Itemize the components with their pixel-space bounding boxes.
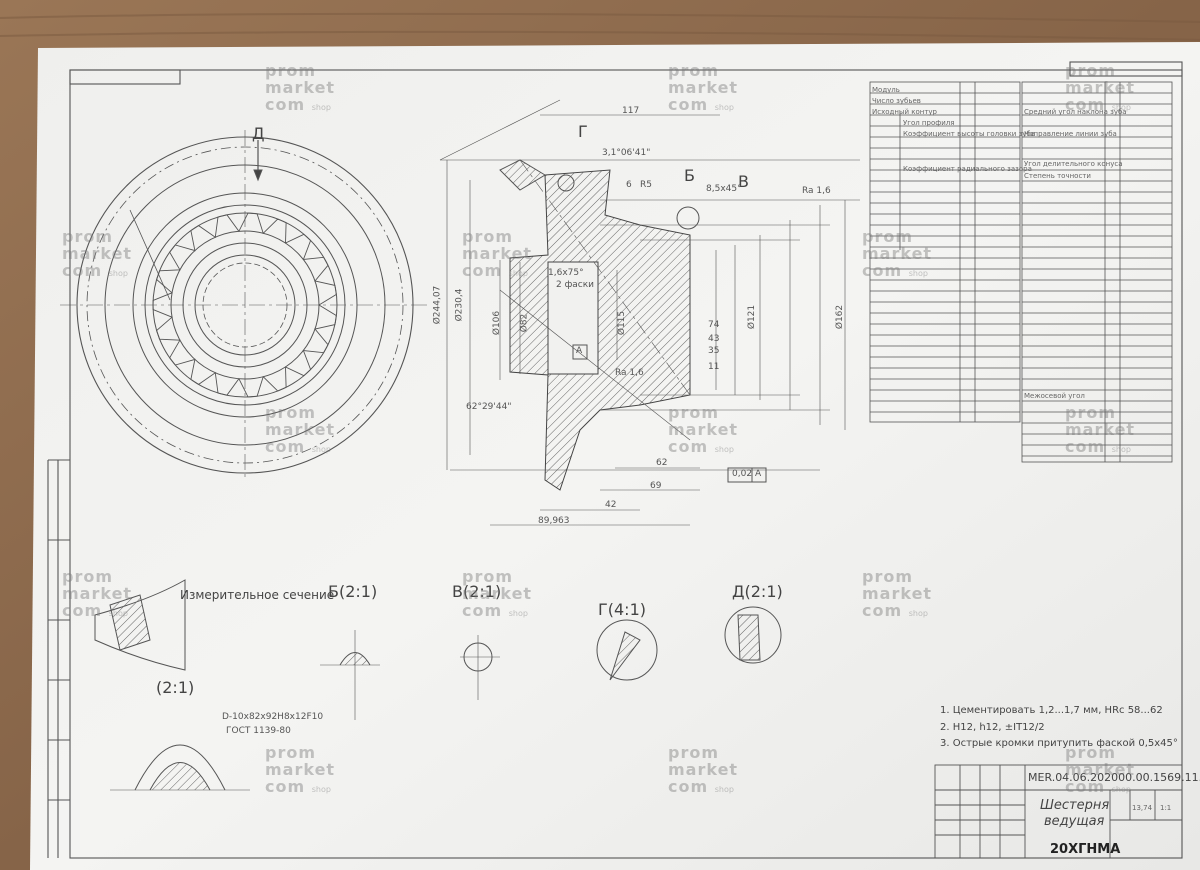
- part-name-line1: Шестерня: [1040, 798, 1110, 813]
- section-d-label: Д(2:1): [732, 582, 783, 601]
- paper-sheet: [30, 42, 1200, 870]
- dim-106: Ø106: [492, 310, 503, 336]
- note-1: 1. Цементировать 1,2...1,7 мм, HRc 58...…: [940, 705, 1163, 716]
- dim-42: 42: [605, 500, 617, 510]
- table-row-clearance: Коэффициент радиального зазора: [903, 165, 1032, 173]
- section-g-label: Г(4:1): [598, 600, 646, 619]
- dim-121: Ø121: [747, 304, 758, 330]
- dim-6: 6: [626, 180, 632, 190]
- part-name-line2: ведущая: [1044, 814, 1105, 829]
- table-row-teeth: Число зубьев: [872, 97, 921, 105]
- dim-69: 69: [650, 481, 662, 491]
- scale-21-label: (2:1): [156, 678, 195, 697]
- spline-standard: ГОСТ 1139-80: [226, 726, 291, 736]
- view-v-label: В: [738, 172, 749, 191]
- dim-r5: R5: [640, 180, 652, 190]
- dim-angle-top: 3,1°06'41": [602, 148, 651, 158]
- title-block: [934, 764, 1183, 859]
- table-row-angle: Угол профиля: [903, 119, 955, 127]
- table-row-cone: Угол делительного конуса: [1024, 160, 1123, 168]
- table-row-axis: Межосевой угол: [1024, 392, 1085, 400]
- table-row-direction: Направление линии зуба: [1024, 130, 1117, 138]
- wood-grain: [0, 12, 1200, 41]
- part-material: 20ХГНМА: [1050, 842, 1121, 857]
- chamfers-count: 2 фаски: [556, 280, 595, 290]
- dim-angle-bottom: 62°29'44": [466, 402, 512, 412]
- view-d-label: Д: [252, 124, 265, 143]
- dim-230: Ø230,4: [454, 288, 465, 322]
- table-row-contour: Исходный контур: [872, 108, 937, 116]
- dim-chamfer: 8,5x45°: [706, 184, 742, 194]
- note-2: 2. H12, h12, ±IT12/2: [940, 722, 1045, 733]
- table-row-height: Коэффициент высоты головки зуба: [903, 130, 1036, 138]
- detail-views: [94, 579, 782, 791]
- dim-74: 74: [708, 320, 720, 330]
- parameter-table: [869, 81, 1173, 463]
- dim-89: 89,963: [538, 516, 570, 526]
- dim-82: Ø82: [519, 313, 530, 333]
- table-row-accuracy: Степень точности: [1024, 172, 1091, 180]
- roughness-bore: Ra 1,6: [615, 368, 644, 378]
- chamfer-note: 1,6x75°: [548, 268, 584, 278]
- drawing-frame: [69, 69, 1183, 859]
- dim-117: 117: [622, 106, 640, 116]
- dim-162: Ø162: [835, 304, 846, 330]
- part-scale: 1:1: [1160, 804, 1172, 812]
- dim-244: Ø244,07: [432, 285, 443, 325]
- datum-ref: A: [755, 469, 762, 479]
- section-v-label: В(2:1): [452, 582, 502, 601]
- view-g-label: Г: [578, 122, 588, 141]
- part-mass: 13,74: [1132, 804, 1153, 812]
- dim-11: 11: [708, 362, 720, 372]
- table-row-module: Модуль: [872, 86, 900, 94]
- measuring-section-label: Измерительное сечение: [180, 588, 335, 602]
- dim-35: 35: [708, 346, 720, 356]
- section-view: [439, 99, 860, 526]
- section-b-label: Б(2:1): [328, 582, 378, 601]
- dim-43: 43: [708, 334, 720, 344]
- dim-115: Ø115: [617, 310, 628, 336]
- drawing-code: MER.04.06.202000.00.1569.11.11.651: [1028, 771, 1200, 784]
- datum-a: A: [576, 346, 583, 356]
- view-b-label: Б: [684, 166, 695, 185]
- table-row-helix: Средний угол наклона зуба: [1024, 108, 1127, 116]
- front-view: [60, 130, 430, 480]
- dim-62: 62: [656, 458, 668, 468]
- runout-tol: 0,02: [732, 469, 753, 479]
- spline-spec: D-10x82x92H8x12F10: [222, 712, 324, 722]
- note-3: 3. Острые кромки притупить фаской 0,5x45…: [940, 738, 1178, 749]
- roughness-top: Ra 1,6: [802, 186, 831, 196]
